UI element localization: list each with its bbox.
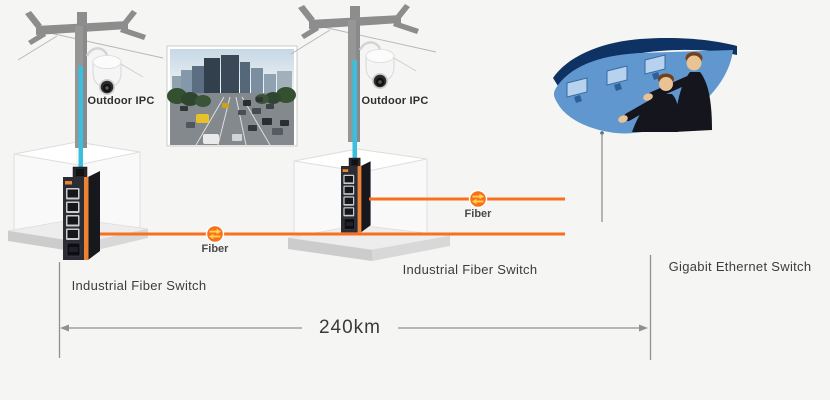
camera-cable-left — [78, 66, 83, 168]
ptz-camera-icon — [16, 8, 165, 150]
camera-pole-left — [16, 8, 165, 150]
fiber-link1-label: Fiber — [201, 243, 229, 255]
ptz-camera-icon — [289, 2, 438, 144]
traffic-photo — [166, 45, 298, 147]
camera1-label: Outdoor IPC — [87, 95, 155, 107]
camera-cable-right — [352, 60, 357, 160]
operator-figure-front — [618, 73, 679, 132]
camera-pole-right — [289, 2, 438, 144]
switch1-label: Industrial Fiber Switch — [71, 278, 207, 293]
control-room-illustration — [553, 37, 737, 222]
distance-dimension-line — [58, 255, 652, 360]
fiber-bidirectional-icon-2 — [468, 189, 488, 209]
industrial-switch-device-right — [340, 157, 372, 233]
camera2-label: Outdoor IPC — [361, 95, 429, 107]
photo-buildings — [172, 55, 292, 95]
photo-trees — [167, 87, 296, 107]
gigabit-switch-label: Gigabit Ethernet Switch — [668, 259, 812, 274]
fiber-bidirectional-icon-1 — [205, 224, 225, 244]
distance-label: 240km — [318, 317, 382, 338]
industrial-switch-device-left — [62, 166, 101, 261]
switch2-label: Industrial Fiber Switch — [402, 262, 538, 277]
fiber-link2-label: Fiber — [464, 208, 492, 220]
photo-cars — [180, 97, 289, 144]
